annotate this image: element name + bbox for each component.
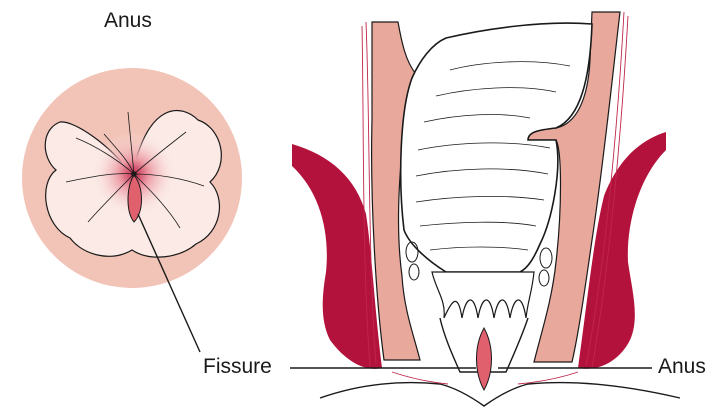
anal-canal-cross-section [290,12,680,406]
perianal-skin [320,383,680,406]
anal-opening-point [131,171,137,177]
fissure-label: Fissure [203,356,272,377]
anal-columns [432,272,534,318]
external-anus-view [22,68,242,352]
anus-label-external: Anus [104,10,152,31]
left-sphincter-muscle [292,144,382,369]
anus-label-section: Anus [658,356,706,377]
